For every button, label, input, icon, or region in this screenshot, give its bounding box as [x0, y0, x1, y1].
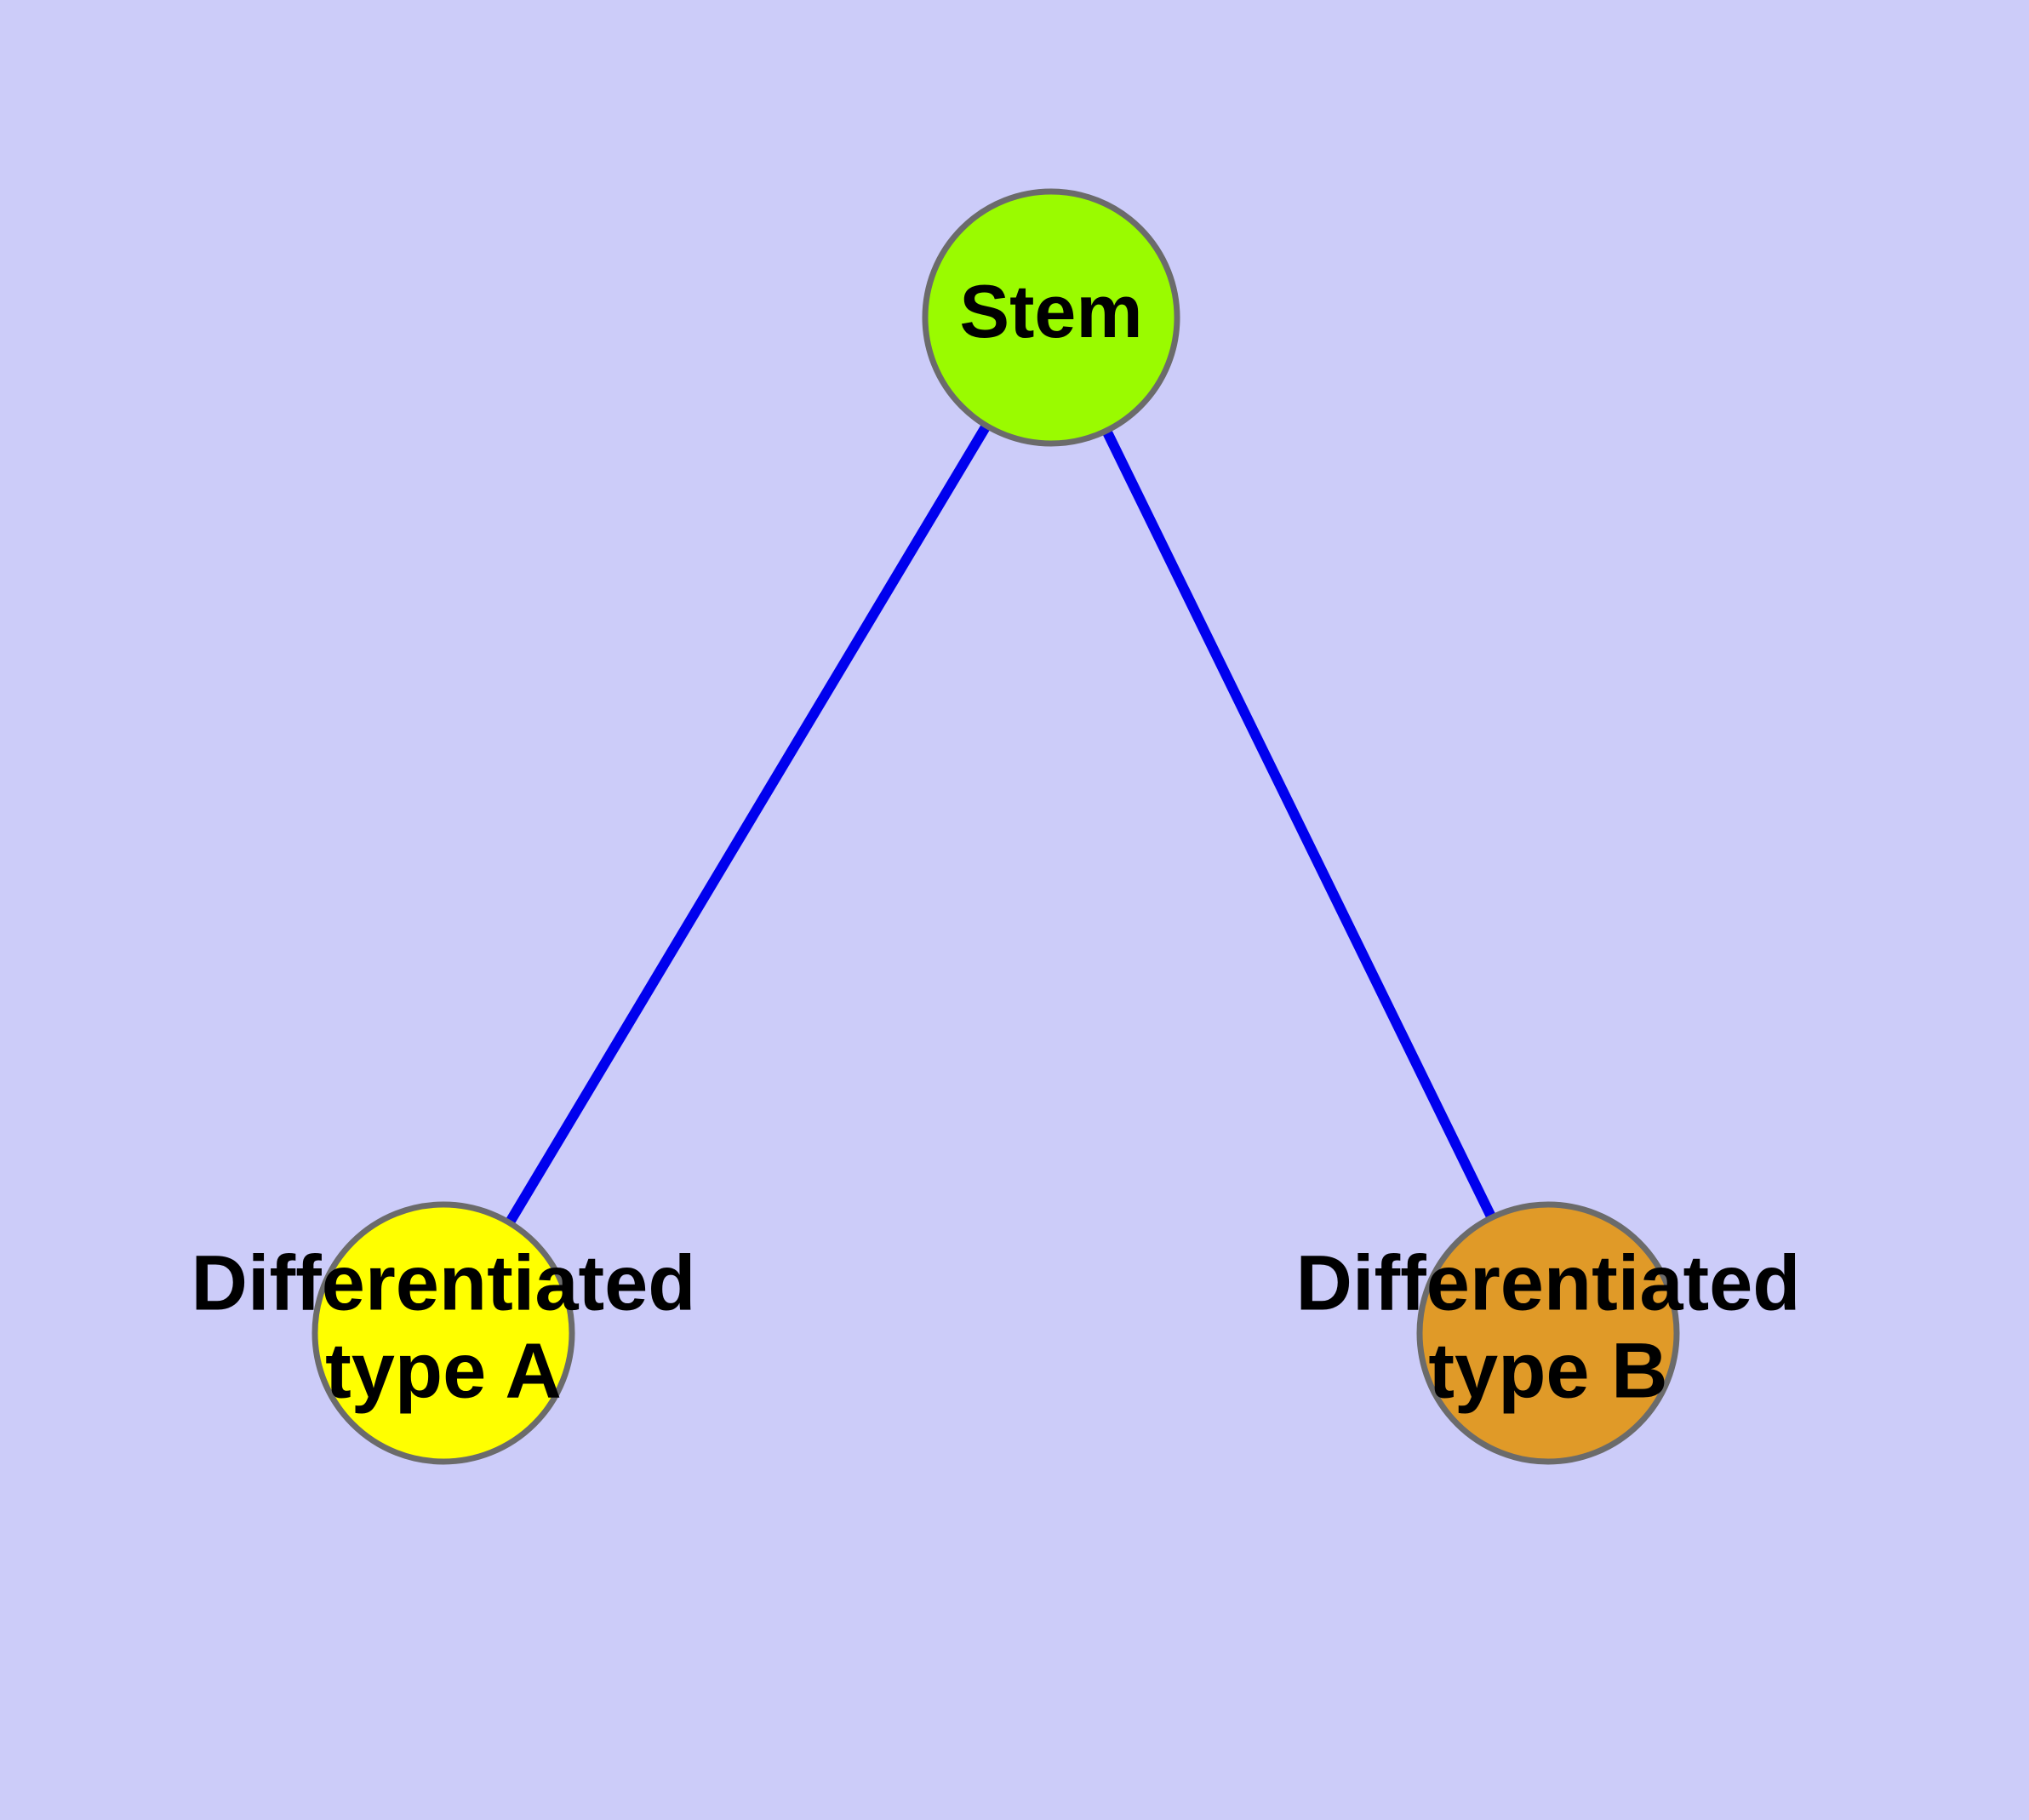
node-differentiated-type-b[interactable] — [1416, 1201, 1680, 1465]
edge-stem-to-diff-a[interactable] — [438, 314, 1056, 1336]
node-label-stem: Stem — [959, 269, 1142, 353]
node-layer — [311, 188, 1680, 1465]
node-differentiated-type-a[interactable] — [311, 1201, 575, 1465]
edge-layer — [438, 314, 1553, 1336]
node-stem[interactable] — [922, 188, 1180, 447]
edge-stem-to-diff-b[interactable] — [1046, 315, 1553, 1336]
